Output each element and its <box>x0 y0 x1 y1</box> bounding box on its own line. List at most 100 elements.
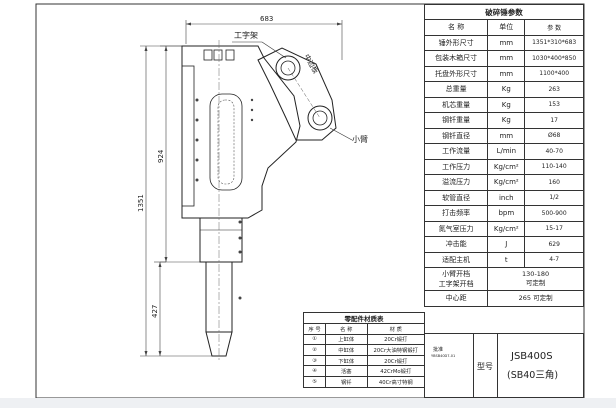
param-name: 包装木箱尺寸 <box>423 50 489 67</box>
param-unit: L/min <box>487 143 526 160</box>
param-name: 工作流量 <box>423 143 489 160</box>
param-value: 15-17 <box>524 220 584 237</box>
param-value: Ø68 <box>524 127 584 144</box>
param-unit: bpm <box>487 205 526 222</box>
chisel-height-dim-label: 427 <box>151 305 159 318</box>
param-value: 40-70 <box>524 143 584 160</box>
arm-spacing-value: 130-180 可定制 <box>487 267 584 291</box>
part-material: 40Cr高寸特钢 <box>366 375 426 388</box>
title-block-model-label-cell: 型号 <box>473 334 498 397</box>
param-unit: Kg <box>487 96 526 113</box>
param-value: 4-7 <box>524 251 584 268</box>
param-value: 160 <box>524 174 584 191</box>
label-cross-frame: 工字架 <box>234 30 258 40</box>
param-value: 17 <box>524 112 584 129</box>
header-value: 参 数 <box>524 19 584 36</box>
chisel-tip <box>205 331 233 357</box>
param-name: 氮气室压力 <box>423 220 489 237</box>
width-dimension <box>185 20 343 60</box>
param-name: 冲击能 <box>423 236 489 253</box>
part-name: 下缸体 <box>324 354 368 367</box>
model-primary: JSB400S <box>511 351 553 362</box>
upper-pin-outer <box>275 55 301 81</box>
parameter-table-title: 破碎锤参数 <box>424 4 584 20</box>
param-value: 500-900 <box>524 205 584 222</box>
parts-header-name: 名 称 <box>324 323 368 335</box>
table-row-arm-spacing: 小臂开档 工字架开档 130-180 可定制 <box>423 267 584 291</box>
side-bolts <box>195 98 254 182</box>
approve-label: 批准 <box>433 347 444 353</box>
chisel-height-dimension <box>154 261 166 356</box>
upper-pin-inner <box>280 60 296 76</box>
param-unit: inch <box>487 189 526 206</box>
body-height-dim-label: 924 <box>157 149 165 163</box>
param-name: 软管直径 <box>423 189 489 206</box>
param-name: 钢钎直径 <box>423 127 489 144</box>
param-name: 总重量 <box>423 81 489 98</box>
parts-table-title: 零配件材质表 <box>303 312 425 324</box>
table-row-center-distance: 中心距 265 可定制 <box>423 290 584 307</box>
arm-spacing-value-line1: 130-180 <box>522 270 550 278</box>
pin-center-line <box>287 67 321 119</box>
param-value: 263 <box>524 81 584 98</box>
header-name: 名 称 <box>423 19 489 36</box>
title-block: 批准 YBSB40D7-01 型号 JSB400S (SB40三角) <box>424 333 584 398</box>
param-value: 1100*400 <box>524 65 584 82</box>
part-no: ⑤ <box>303 375 326 388</box>
arm-spacing-value-line2: 可定制 <box>525 279 546 287</box>
param-unit: mm <box>487 127 526 144</box>
part-material: 20Cr大油特钢锻打 <box>366 344 426 356</box>
param-unit: mm <box>487 34 526 51</box>
piston-hidden-line <box>217 99 235 185</box>
top-bolts <box>203 49 235 61</box>
param-name: 锤外形尺寸 <box>423 34 489 51</box>
part-name: 活塞 <box>324 365 368 377</box>
total-height-dim-label: 1351 <box>137 194 145 212</box>
parts-header-material: 材 质 <box>366 323 426 335</box>
param-unit: Kg/cm² <box>487 158 526 175</box>
parts-header-no: 序 号 <box>303 323 326 335</box>
model-secondary: (SB40三角) <box>507 370 559 381</box>
center-distance-name: 中心距 <box>423 290 489 307</box>
param-unit: Kg/cm² <box>487 174 526 191</box>
part-material: 20Cr锻打 <box>366 354 426 367</box>
part-name: 上缸体 <box>324 333 368 346</box>
param-name: 钢钎重量 <box>423 112 489 129</box>
part-no: ① <box>303 333 326 346</box>
body-height-dimension <box>160 45 206 263</box>
param-name: 工作压力 <box>423 158 489 175</box>
label-mid-plate: 中边板 <box>302 53 320 76</box>
param-unit: t <box>487 251 526 268</box>
param-unit: Kg <box>487 112 526 129</box>
part-material: 42CrMo锻打 <box>366 365 426 377</box>
param-unit: Kg/cm² <box>487 220 526 237</box>
model-label: 型号 <box>477 362 493 371</box>
arm-spacing-name-line1: 小臂开档 <box>442 270 471 278</box>
header-unit: 单位 <box>487 19 526 36</box>
title-block-model-cell: JSB400S (SB40三角) <box>497 334 583 397</box>
arm-spacing-name-line2: 工字架开档 <box>438 280 474 288</box>
mounting-arm <box>257 47 337 141</box>
param-name: 适配主机 <box>423 251 489 268</box>
label-small-arm: 小臂 <box>352 134 368 144</box>
width-dim-label: 683 <box>260 15 273 23</box>
param-value: 629 <box>524 236 584 253</box>
front-head <box>199 217 243 263</box>
lower-pin-outer <box>307 105 333 131</box>
lower-pin-inner <box>312 110 328 126</box>
param-value: 110-140 <box>524 158 584 175</box>
part-no: ② <box>303 344 326 356</box>
page-bottom-strip <box>0 398 616 408</box>
